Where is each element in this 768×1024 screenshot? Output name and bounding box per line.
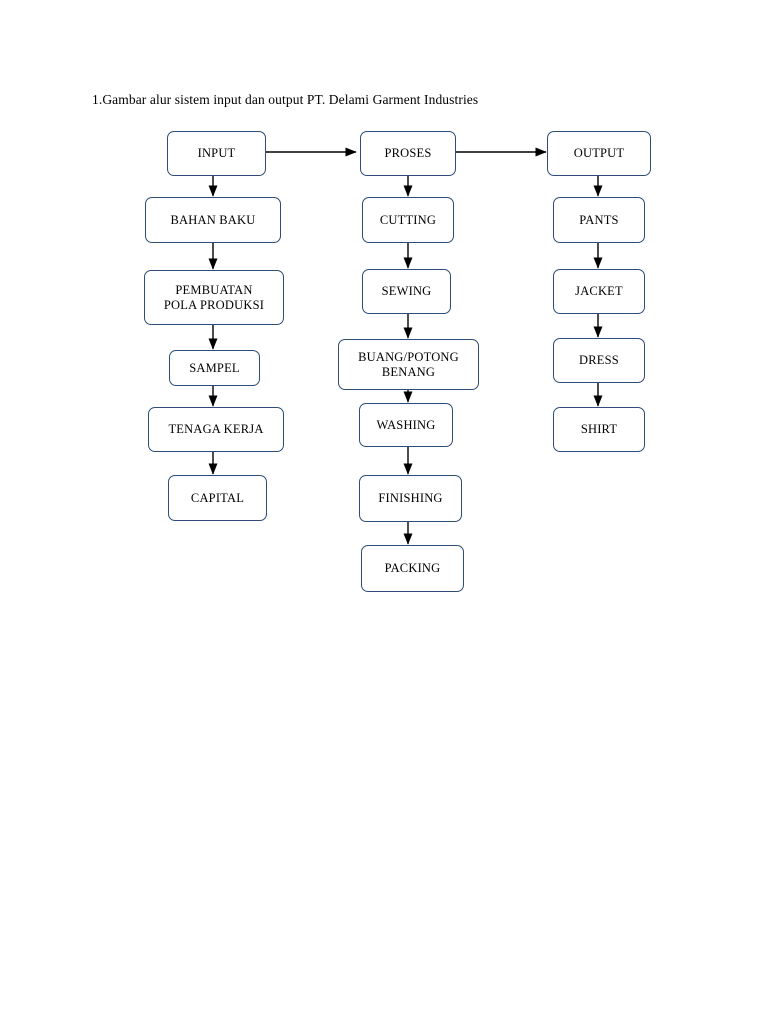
node-sampel[interactable]: SAMPEL	[169, 350, 260, 386]
node-packing[interactable]: PACKING	[361, 545, 464, 592]
node-jacket[interactable]: JACKET	[553, 269, 645, 314]
node-capital[interactable]: CAPITAL	[168, 475, 267, 521]
node-pants[interactable]: PANTS	[553, 197, 645, 243]
node-washing[interactable]: WASHING	[359, 403, 453, 447]
node-sewing[interactable]: SEWING	[362, 269, 451, 314]
node-pembuatan-pola-produksi[interactable]: PEMBUATAN POLA PRODUKSI	[144, 270, 284, 325]
page-title: 1.Gambar alur sistem input dan output PT…	[92, 92, 479, 107]
node-finishing[interactable]: FINISHING	[359, 475, 462, 522]
node-dress[interactable]: DRESS	[553, 338, 645, 383]
node-input[interactable]: INPUT	[167, 131, 266, 176]
node-output[interactable]: OUTPUT	[547, 131, 651, 176]
node-tenaga-kerja[interactable]: TENAGA KERJA	[148, 407, 284, 452]
node-cutting[interactable]: CUTTING	[362, 197, 454, 243]
node-buang-potong-benang[interactable]: BUANG/POTONG BENANG	[338, 339, 479, 390]
node-shirt[interactable]: SHIRT	[553, 407, 645, 452]
node-proses[interactable]: PROSES	[360, 131, 456, 176]
node-bahan-baku[interactable]: BAHAN BAKU	[145, 197, 281, 243]
